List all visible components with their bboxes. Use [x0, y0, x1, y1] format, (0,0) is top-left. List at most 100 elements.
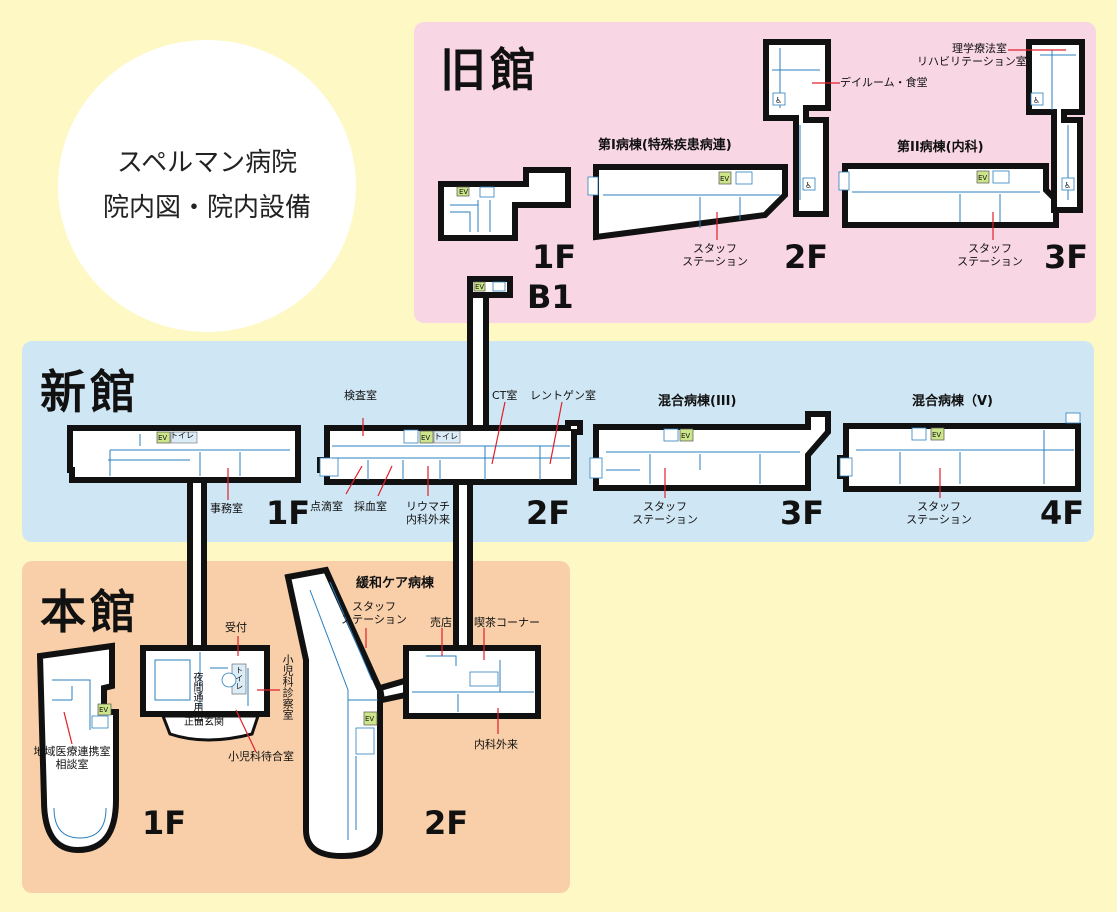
old-3f-ward-outline [842, 163, 1059, 228]
new-floor-3f: 3F [780, 494, 825, 532]
label-xray: レントゲン室 [530, 389, 596, 402]
map-title: スペルマン病院 院内図・院内設備 [58, 40, 356, 332]
old-ward-2f: 第I病棟(特殊疾患病連) [598, 138, 732, 153]
wheelchair-icon [1030, 92, 1044, 106]
label-blood: 採血室 [354, 500, 387, 513]
label-reception: 受付 [225, 621, 247, 634]
old-3f-plan: EV ♿ ♿ [838, 39, 1085, 228]
new-4f-plan: EV [837, 412, 1081, 498]
elevator-label: EV [720, 175, 729, 183]
label-rehab: 理学療法室 リハビリテーション室 [917, 42, 1027, 69]
label-toilet-main: トイレ [234, 666, 244, 690]
elevator-icon [976, 170, 990, 184]
main-1f-annex-outline [36, 642, 119, 854]
main-2f-outline [403, 645, 541, 719]
new-1f-outline [67, 425, 301, 483]
label-toilet-new-1f: トイレ [170, 431, 194, 440]
label-pediatrics: 小児科診察室 [281, 654, 295, 720]
main-1f-outline [140, 645, 270, 717]
elevator-icon [473, 281, 486, 292]
old-2f-wing-outline [763, 39, 831, 217]
elevator-label: EV [421, 434, 430, 442]
old-1f-rooms [450, 200, 491, 232]
stairs-icon [221, 672, 237, 688]
elevator-label: EV [99, 706, 108, 714]
label-cafe: 喫茶コーナー [474, 616, 540, 629]
elevator-label: EV [475, 283, 484, 291]
label-drip: 点滴室 [310, 500, 343, 513]
elevator-icon [156, 431, 171, 444]
map-title-line1: スペルマン病院 [116, 147, 298, 178]
label-shop: 売店 [430, 616, 452, 629]
new-2f-rooms [332, 445, 570, 480]
new-1f-rooms [108, 434, 290, 476]
stairs-icon [839, 457, 853, 477]
wheelchair-icon [772, 92, 786, 106]
old-1f-outline [438, 167, 571, 241]
elevator-icon [419, 430, 434, 444]
old-2f-plan: EV ♿ ♿ [587, 39, 831, 241]
wheelchair-symbol: ♿ [1033, 96, 1040, 105]
label-staff-new-4f: スタッフ ステーション [906, 500, 972, 527]
new-floor-1f: 1F [266, 494, 311, 532]
blood-leader [377, 465, 393, 497]
main-2f-plan [403, 628, 541, 734]
old-building-title: 旧館 [440, 43, 540, 97]
main-floor-2f: 2F [424, 804, 469, 842]
stairs-icon [663, 428, 679, 442]
stairs-icon [1065, 412, 1081, 424]
waiting-leader [235, 709, 257, 753]
old-3f-rooms [852, 50, 1076, 222]
elevator-label: EV [681, 432, 690, 440]
elevator-icon [679, 428, 694, 442]
new-4f-outline [837, 423, 1081, 492]
label-toilet-new-2f: トイレ [434, 432, 458, 441]
elevator-label: EV [158, 434, 167, 442]
elevator-icon [363, 711, 378, 726]
xray-leader [549, 401, 563, 465]
stairs-icon [319, 457, 339, 477]
new-building-title: 新館 [40, 365, 140, 419]
old-3f-wing-outline [1026, 39, 1085, 213]
stairs-icon [589, 457, 603, 479]
new-3f-plan: EV [589, 411, 831, 498]
elevator-icon [97, 703, 112, 716]
connector-new1f-main1f [187, 469, 207, 651]
elevator-label: EV [932, 431, 941, 439]
stairs-icon [911, 427, 927, 441]
stairs-icon [403, 429, 419, 444]
wheelchair-symbol: ♿ [805, 181, 812, 190]
label-dayroom: デイルーム・食堂 [840, 76, 928, 89]
wheelchair-symbol: ♿ [1064, 181, 1071, 190]
new-ward-3f: 混合病棟(III) [658, 394, 737, 409]
old-leader-lines [716, 49, 1066, 240]
wheelchair-icon [802, 177, 816, 191]
label-staff-new-3f: スタッフ ステーション [632, 500, 698, 527]
main-ward-palliative: 緩和ケア病棟 [356, 576, 435, 591]
front-entrance-canopy [160, 714, 261, 742]
old-b1-plan: EV [467, 276, 513, 298]
label-night-entrance: 夜間通用口 [191, 672, 202, 722]
palliative-outline [284, 566, 383, 860]
main-2f-palliative-plan: EV [284, 566, 383, 860]
label-staff-palliative: スタッフ ステーション [341, 600, 407, 627]
map-title-line2: 院内図・院内設備 [102, 193, 311, 223]
elevator-icon [456, 186, 470, 197]
label-office: 事務室 [210, 502, 243, 515]
label-staff-old-3f: スタッフ ステーション [957, 242, 1023, 269]
old-floor-1f: 1F [532, 238, 577, 276]
label-regional: 地域医療連携室 相談室 [33, 745, 111, 772]
label-rheum: リウマチ 内科外来 [406, 500, 450, 527]
new-3f-outline [593, 411, 831, 491]
main-1f-plan [140, 636, 280, 753]
elevator-icon [930, 427, 945, 441]
old-floor-3f: 3F [1044, 238, 1089, 276]
stairs-icon [91, 715, 109, 729]
connector-new2f-main2f [453, 469, 473, 653]
new-floor-4f: 4F [1040, 494, 1085, 532]
toilet-new-1f [170, 431, 198, 444]
old-1f-plan: EV [438, 167, 571, 241]
old-2f-ward-outline [593, 164, 788, 241]
connector-b1-new2f [467, 276, 489, 432]
